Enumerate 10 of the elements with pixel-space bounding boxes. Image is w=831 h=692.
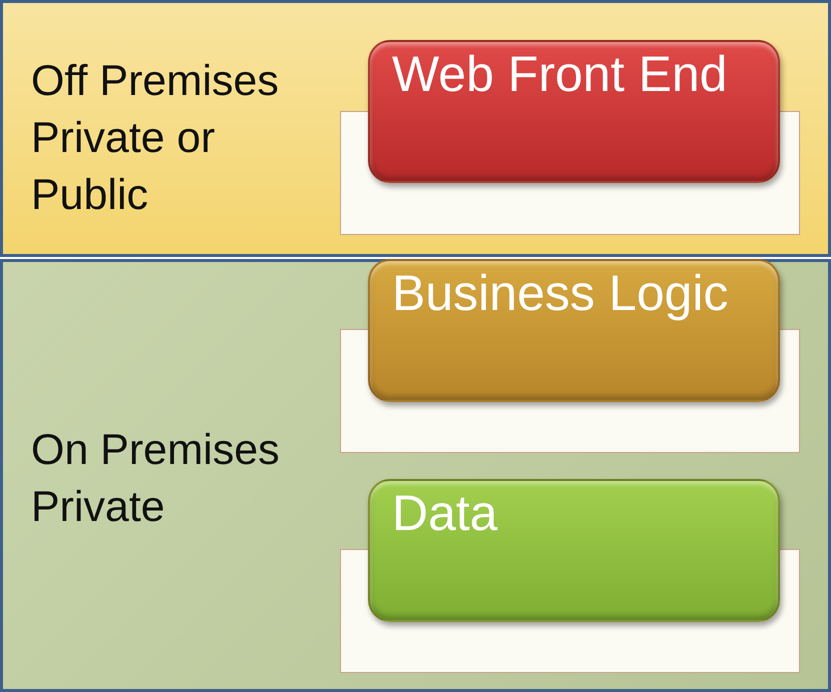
tier-box [368,259,780,402]
tier-label: Data [392,485,499,541]
zone-label: Off Premises Private or Public [31,56,280,221]
zone-band [0,0,831,257]
tier-box [368,40,780,183]
tier-label: Web Front End [392,46,728,102]
zone-label: On Premises Private [31,425,281,533]
tier-label: Business Logic [392,265,730,321]
zone-band [0,259,831,692]
tier-box [368,479,780,622]
